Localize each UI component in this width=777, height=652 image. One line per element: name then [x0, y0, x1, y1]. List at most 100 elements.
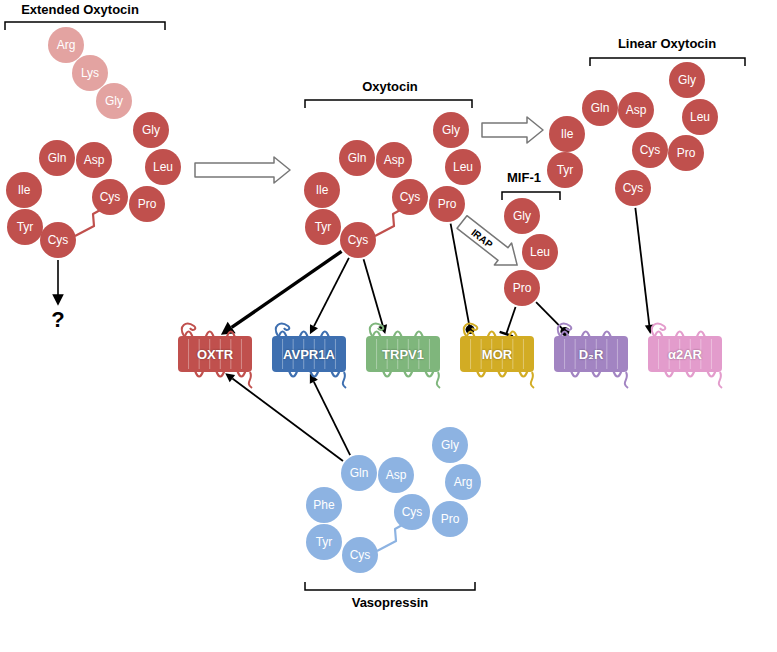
residue-name: Gly: [441, 439, 459, 451]
receptor-box: OXTR: [172, 318, 258, 390]
amino-acid-circle: Cys: [394, 494, 430, 530]
unknown-target-arrow: [57, 260, 59, 296]
amino-acid-circle: Pro: [129, 186, 165, 222]
residue-name: Pro: [441, 513, 460, 525]
arrow-head: [225, 373, 235, 382]
residue-name: Pro: [438, 198, 457, 210]
disulfide-bond: [377, 524, 404, 551]
connector-line: [232, 251, 342, 327]
residue-name: Cys: [48, 234, 69, 246]
residue-name: Pro: [138, 198, 157, 210]
amino-acid-circle: Pro: [504, 270, 540, 306]
receptor-name: D₂R: [548, 336, 634, 372]
c-terminus: [531, 372, 534, 388]
amino-acid-circle: Gly: [133, 112, 169, 148]
binding-connector: [451, 224, 475, 334]
residue-name: Asp: [84, 154, 105, 166]
c-terminus: [437, 372, 440, 388]
amino-acid-circle: Pro: [432, 501, 468, 537]
residue-name: Arg: [454, 476, 473, 488]
residue-name: Gln: [591, 102, 610, 114]
group-label: Linear Oxytocin: [618, 37, 716, 51]
disulfide-bond: [75, 209, 102, 236]
helix-divider: [282, 339, 283, 369]
group-bracket: [502, 192, 560, 200]
receptor-box: D₂R: [548, 318, 634, 390]
amino-acid-circle: Pro: [429, 186, 465, 222]
conversion-arrow: [482, 117, 543, 143]
helix-divider: [376, 339, 377, 369]
c-terminus: [249, 372, 252, 388]
n-terminus: [276, 324, 289, 336]
helix-divider: [241, 339, 242, 369]
amino-acid-circle: Tyr: [7, 209, 43, 245]
amino-acid-circle: Arg: [445, 464, 481, 500]
group-label: Vasopressin: [352, 596, 429, 610]
residue-name: Asp: [626, 104, 647, 116]
amino-acid-circle: Gln: [582, 90, 618, 126]
residue-name: Ile: [316, 184, 329, 196]
group-label: MIF-1: [507, 171, 541, 185]
amino-acid-circle: Asp: [618, 92, 654, 128]
amino-acid-circle: Ile: [304, 172, 340, 208]
receptor-box: α2AR: [642, 318, 728, 390]
helix-divider: [564, 339, 565, 369]
amino-acid-circle: Cys: [342, 537, 378, 573]
connector-line: [364, 259, 383, 325]
residue-name: Cys: [350, 549, 371, 561]
c-terminus: [625, 372, 628, 388]
connector-line: [232, 379, 343, 461]
residue-name: Tyr: [17, 221, 34, 233]
n-terminus: [464, 324, 477, 336]
amino-acid-circle: Gly: [433, 112, 469, 148]
residue-name: Gly: [442, 124, 460, 136]
amino-acid-circle: Cys: [392, 179, 428, 215]
binding-connector: [310, 258, 349, 334]
residue-name: Cys: [402, 506, 423, 518]
amino-acid-circle: Cys: [340, 222, 376, 258]
unknown-mark: ?: [51, 308, 64, 332]
residue-name: Cys: [640, 144, 661, 156]
amino-acid-circle: Cys: [92, 179, 128, 215]
binding-connector: [635, 208, 653, 334]
n-terminus: [652, 324, 665, 336]
n-terminus: [558, 324, 571, 336]
residue-name: Asp: [386, 469, 407, 481]
binding-connector: [221, 251, 342, 334]
n-terminus: [370, 324, 383, 336]
disulfide-bond: [375, 209, 402, 236]
residue-name: Leu: [453, 161, 473, 173]
connector-line: [506, 307, 515, 334]
amino-acid-circle: Gly: [432, 427, 468, 463]
residue-name: Gln: [48, 152, 67, 164]
receptor-box: AVPR1A: [266, 318, 352, 390]
n-terminus: [182, 324, 195, 336]
amino-acid-circle: Pro: [668, 135, 704, 171]
amino-acid-circle: Gln: [339, 140, 375, 176]
amino-acid-circle: Tyr: [305, 209, 341, 245]
amino-acid-circle: Cys: [632, 132, 668, 168]
residue-name: Gly: [678, 74, 696, 86]
residue-name: Leu: [690, 111, 710, 123]
group-bracket: [590, 58, 745, 66]
residue-name: Cys: [348, 234, 369, 246]
residue-name: Leu: [153, 161, 173, 173]
helix-divider: [512, 339, 513, 369]
residue-name: Tyr: [315, 221, 332, 233]
amino-acid-circle: Leu: [445, 149, 481, 185]
binding-connector: [225, 373, 343, 461]
receptor-name: MOR: [454, 336, 540, 372]
connector-line: [635, 208, 649, 325]
residue-name: Ile: [18, 184, 31, 196]
amino-acid-circle: Ile: [6, 172, 42, 208]
residue-name: Ile: [561, 128, 574, 140]
helix-divider: [481, 339, 482, 369]
receptor-box: TRPV1: [360, 318, 446, 390]
helix-divider: [606, 339, 607, 369]
group-bracket: [305, 100, 472, 108]
residue-name: Gly: [105, 95, 123, 107]
receptor-name: OXTR: [172, 336, 258, 372]
group-label: Extended Oxytocin: [21, 3, 139, 17]
amino-acid-circle: Tyr: [306, 524, 342, 560]
amino-acid-circle: Gly: [96, 83, 132, 119]
